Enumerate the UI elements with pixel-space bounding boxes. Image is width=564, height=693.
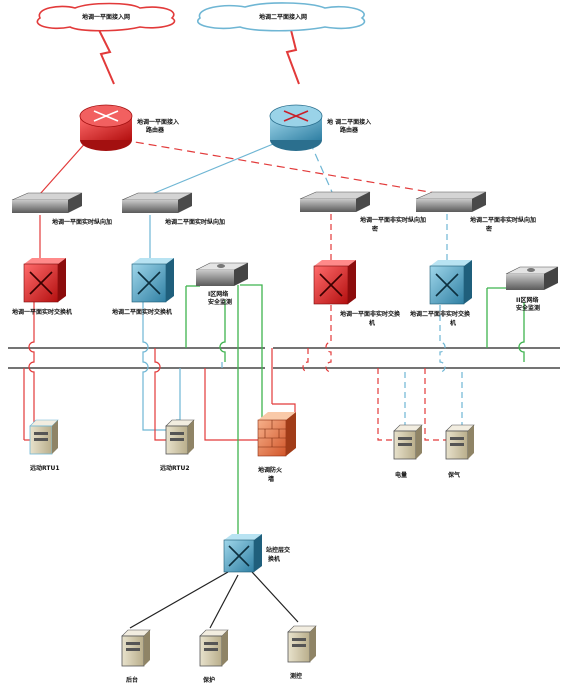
server-cekong <box>287 625 317 663</box>
cloud-left-label: 地调一平面接入网 <box>82 13 130 21</box>
crypto-switch-b <box>121 192 193 213</box>
switch-red-1 <box>23 258 66 303</box>
crypto-switch-d-label-1: 地调二平面非实时纵向加 <box>470 216 536 224</box>
station-switch <box>223 534 262 573</box>
crypto-switch-c-label-2: 密 <box>372 225 378 233</box>
connections <box>8 25 560 629</box>
monitor-icon <box>217 264 225 268</box>
switch-blue-1 <box>131 258 174 303</box>
station-switch-label-2: 换机 <box>268 555 280 563</box>
switch-blue-1-label: 地调二平面实时交换机 <box>112 308 172 316</box>
server-rtu1 <box>29 419 59 455</box>
router-arrows-icon <box>93 110 119 122</box>
firewall-label-2: 墙 <box>268 475 274 483</box>
security-monitor-right <box>505 266 559 290</box>
security-monitor-left-label-2: 安全监测 <box>208 298 232 306</box>
router-arrows-icon <box>283 110 309 122</box>
firewall <box>257 412 296 457</box>
server-meter-label: 电量 <box>395 471 407 479</box>
switch-red-1-label: 地调一平面实时交换机 <box>12 308 72 316</box>
router-right-label-2: 路由器 <box>340 126 359 134</box>
cloud-right-label: 地调二平面接入网 <box>259 13 307 21</box>
crypto-switch-c <box>299 191 371 212</box>
monitor-icon <box>527 268 535 272</box>
firewall-label-1: 地调防火 <box>258 466 283 474</box>
security-monitor-left <box>195 262 249 286</box>
switch-blue-2 <box>429 260 472 305</box>
lightning-left <box>96 25 115 85</box>
station-switch-label-1: 站控层交 <box>266 546 290 554</box>
router-left-label-2: 路由器 <box>146 126 165 134</box>
crypto-switch-c-label-1: 地调一平面非实时纵向加 <box>360 216 426 224</box>
switch-red-2 <box>313 260 356 305</box>
server-rtu2 <box>165 419 195 455</box>
cloud-left: 地调一平面接入网 <box>36 2 176 32</box>
crypto-switch-b-label: 地调二平面实时纵向加 <box>165 218 225 226</box>
server-houtai-label: 后台 <box>126 676 138 684</box>
switch-blue-2-label-1: 地调二平面非实时交换 <box>410 310 471 318</box>
switch-red-2-label-1: 地调一平面非实时交换 <box>340 310 401 318</box>
security-monitor-left-label-1: I区网络 <box>208 290 228 298</box>
switch-arrows-icon <box>435 273 459 297</box>
switch-arrows-icon <box>319 273 343 297</box>
switch-arrows-icon <box>228 545 250 567</box>
server-rtu1-label: 远动RTU1 <box>30 464 60 472</box>
switch-arrows-icon <box>137 271 161 295</box>
crypto-switch-d-label-2: 密 <box>486 225 492 233</box>
lightning-right <box>285 25 300 85</box>
crypto-switch-a <box>11 192 83 213</box>
server-meter <box>393 424 423 460</box>
switch-arrows-icon <box>29 271 53 295</box>
server-baohu-label: 保护 <box>202 676 215 684</box>
crypto-switch-a-label: 地调一平面实时纵向加 <box>52 218 112 226</box>
server-cekong-label: 测控 <box>290 672 302 680</box>
cloud-right: 地调二平面接入网 <box>197 2 366 32</box>
server-rtu2-label: 远动RTU2 <box>160 464 190 472</box>
switch-red-2-label-2: 机 <box>369 319 375 327</box>
server-gas <box>445 424 475 460</box>
server-houtai <box>121 629 151 667</box>
firewall-brick-icon <box>258 420 286 448</box>
security-monitor-right-label-2: 安全监测 <box>516 304 540 312</box>
router-left-label-1: 地调一平面接入 <box>137 118 179 126</box>
router-right <box>269 104 323 151</box>
router-right-label-1: 地 调二平面接入 <box>327 118 371 126</box>
switch-blue-2-label-2: 机 <box>450 319 456 327</box>
crypto-switch-d <box>415 191 487 212</box>
router-left <box>79 104 133 151</box>
server-gas-label: 保气 <box>447 471 460 479</box>
security-monitor-right-label-1: II区网络 <box>516 296 538 304</box>
server-baohu <box>199 629 229 667</box>
